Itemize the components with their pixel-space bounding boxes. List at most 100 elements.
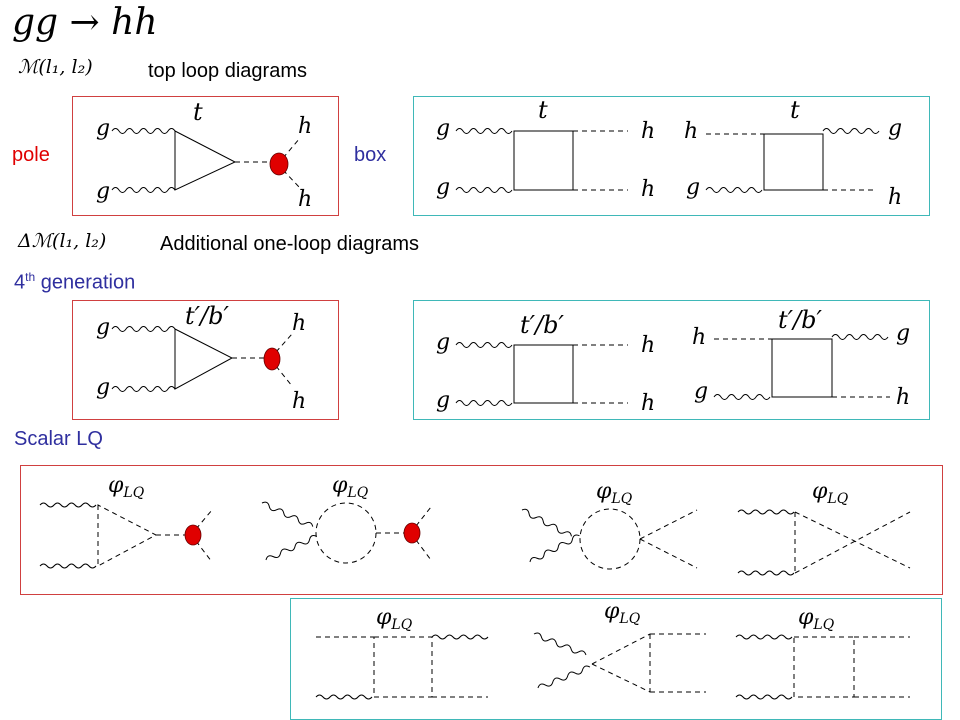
h-symbol: h — [692, 325, 706, 350]
lq-loop — [315, 502, 377, 564]
top-loop — [763, 133, 824, 191]
top-loop — [513, 130, 574, 191]
scalar-line — [639, 509, 698, 540]
blob — [269, 152, 289, 176]
gen-superscript: th — [25, 270, 36, 284]
gluon-line — [111, 187, 176, 193]
photon-line — [735, 634, 793, 640]
phi-glyph: φ — [596, 479, 612, 504]
scalar-lq-label: Scalar LQ — [14, 428, 103, 450]
lq-subscript: LQ — [390, 617, 412, 633]
fourth-generation-label: 4th generation — [14, 270, 135, 295]
top-loop — [174, 130, 237, 191]
higgs-line — [282, 137, 301, 159]
process-title: gg → hh — [12, 2, 158, 43]
g-symbol: g — [436, 116, 450, 141]
higgs-line — [275, 333, 293, 353]
phi-symbol: φLQ — [108, 473, 145, 501]
lq-subscript: LQ — [812, 617, 834, 633]
amplitude-m: ℳ(l₁, l₂) — [18, 56, 93, 78]
higgs-line — [275, 365, 293, 387]
phi-glyph: φ — [604, 599, 620, 624]
h-symbol: h — [641, 333, 655, 358]
gluon-line — [713, 394, 771, 400]
diagram-gen4-box-1: g g t′/b′ h h — [436, 311, 655, 416]
lq-line — [794, 511, 911, 569]
diagram-lq-triangle: φLQ — [39, 473, 213, 569]
g-symbol: g — [96, 315, 110, 340]
h-symbol: h — [298, 187, 312, 212]
diagram-top-box-2: h g t g h — [684, 96, 902, 210]
lq-subscript: LQ — [618, 611, 640, 627]
lq-loop — [793, 636, 855, 698]
phi-symbol: φLQ — [798, 605, 835, 633]
photon-line — [315, 694, 373, 700]
diagram-top-triangle: g g t h h — [96, 98, 312, 212]
t-symbol: t — [193, 98, 203, 126]
diagram-gen4-box-2: h g t′/b′ g h — [692, 306, 910, 410]
scalar-line — [415, 539, 432, 561]
h-symbol: h — [292, 311, 306, 336]
scalar-line — [415, 506, 432, 527]
g-symbol: g — [896, 321, 910, 346]
box-label: box — [354, 144, 387, 166]
h-symbol: h — [888, 185, 902, 210]
phi-glyph: φ — [108, 473, 124, 498]
blob — [403, 522, 421, 544]
blob — [263, 347, 281, 371]
gluon-line — [455, 187, 513, 193]
diagram-gen4-triangle: g g t′/b′ h h — [96, 302, 306, 414]
gen-text: generation — [35, 271, 136, 294]
phi-symbol: φLQ — [604, 599, 641, 627]
phi-symbol: φLQ — [812, 479, 849, 507]
lq-subscript: LQ — [610, 491, 632, 507]
gluon-line — [111, 386, 176, 392]
heavy-quark-loop — [513, 344, 574, 404]
h-symbol: h — [298, 114, 312, 139]
frame-gen4-triangle — [72, 300, 339, 420]
lq-subscript: LQ — [826, 491, 848, 507]
lq-subscript: LQ — [346, 485, 368, 501]
photon-line — [529, 534, 580, 563]
tb-symbol: t′/b′ — [778, 306, 823, 334]
photon-line — [735, 694, 793, 700]
lq-line — [794, 511, 911, 574]
photon-line — [39, 563, 97, 569]
scalar-line — [195, 509, 213, 530]
gluon-line — [111, 326, 176, 332]
pole-label: pole — [12, 144, 50, 166]
lq-subscript: LQ — [122, 485, 144, 501]
frame-lq-vertices — [20, 465, 943, 595]
tb-symbol: t′/b′ — [520, 311, 565, 339]
g-symbol: g — [96, 116, 110, 141]
diagram-lq-box-3: φLQ — [735, 605, 910, 700]
phi-glyph: φ — [812, 479, 828, 504]
g-symbol: g — [96, 179, 110, 204]
phi-glyph: φ — [332, 473, 348, 498]
photon-line — [39, 502, 97, 508]
phi-symbol: φLQ — [332, 473, 369, 501]
lq-line — [591, 633, 651, 665]
heavy-quark-loop — [174, 328, 234, 390]
photon-line — [431, 634, 489, 640]
photon-line — [737, 509, 795, 515]
diagram-lq-bubble-blob: φLQ — [261, 473, 432, 564]
scalar-line — [639, 538, 698, 569]
photon-line — [265, 534, 317, 561]
t-symbol: t — [538, 96, 548, 124]
gluon-line — [822, 128, 880, 134]
h-symbol: h — [684, 119, 698, 144]
phi-glyph: φ — [798, 605, 814, 630]
frame-top-boxes — [413, 96, 930, 216]
phi-glyph: φ — [376, 605, 392, 630]
h-symbol: h — [641, 177, 655, 202]
diagram-lq-box-2: φLQ — [533, 599, 706, 693]
photon-line — [537, 665, 591, 689]
lq-loop — [373, 636, 433, 698]
amplitude-delta-m: Δℳ(l₁, l₂) — [18, 230, 107, 252]
t-symbol: t — [790, 96, 800, 124]
g-symbol: g — [96, 375, 110, 400]
top-loop-caption: top loop diagrams — [148, 60, 307, 82]
g-symbol: g — [436, 330, 450, 355]
